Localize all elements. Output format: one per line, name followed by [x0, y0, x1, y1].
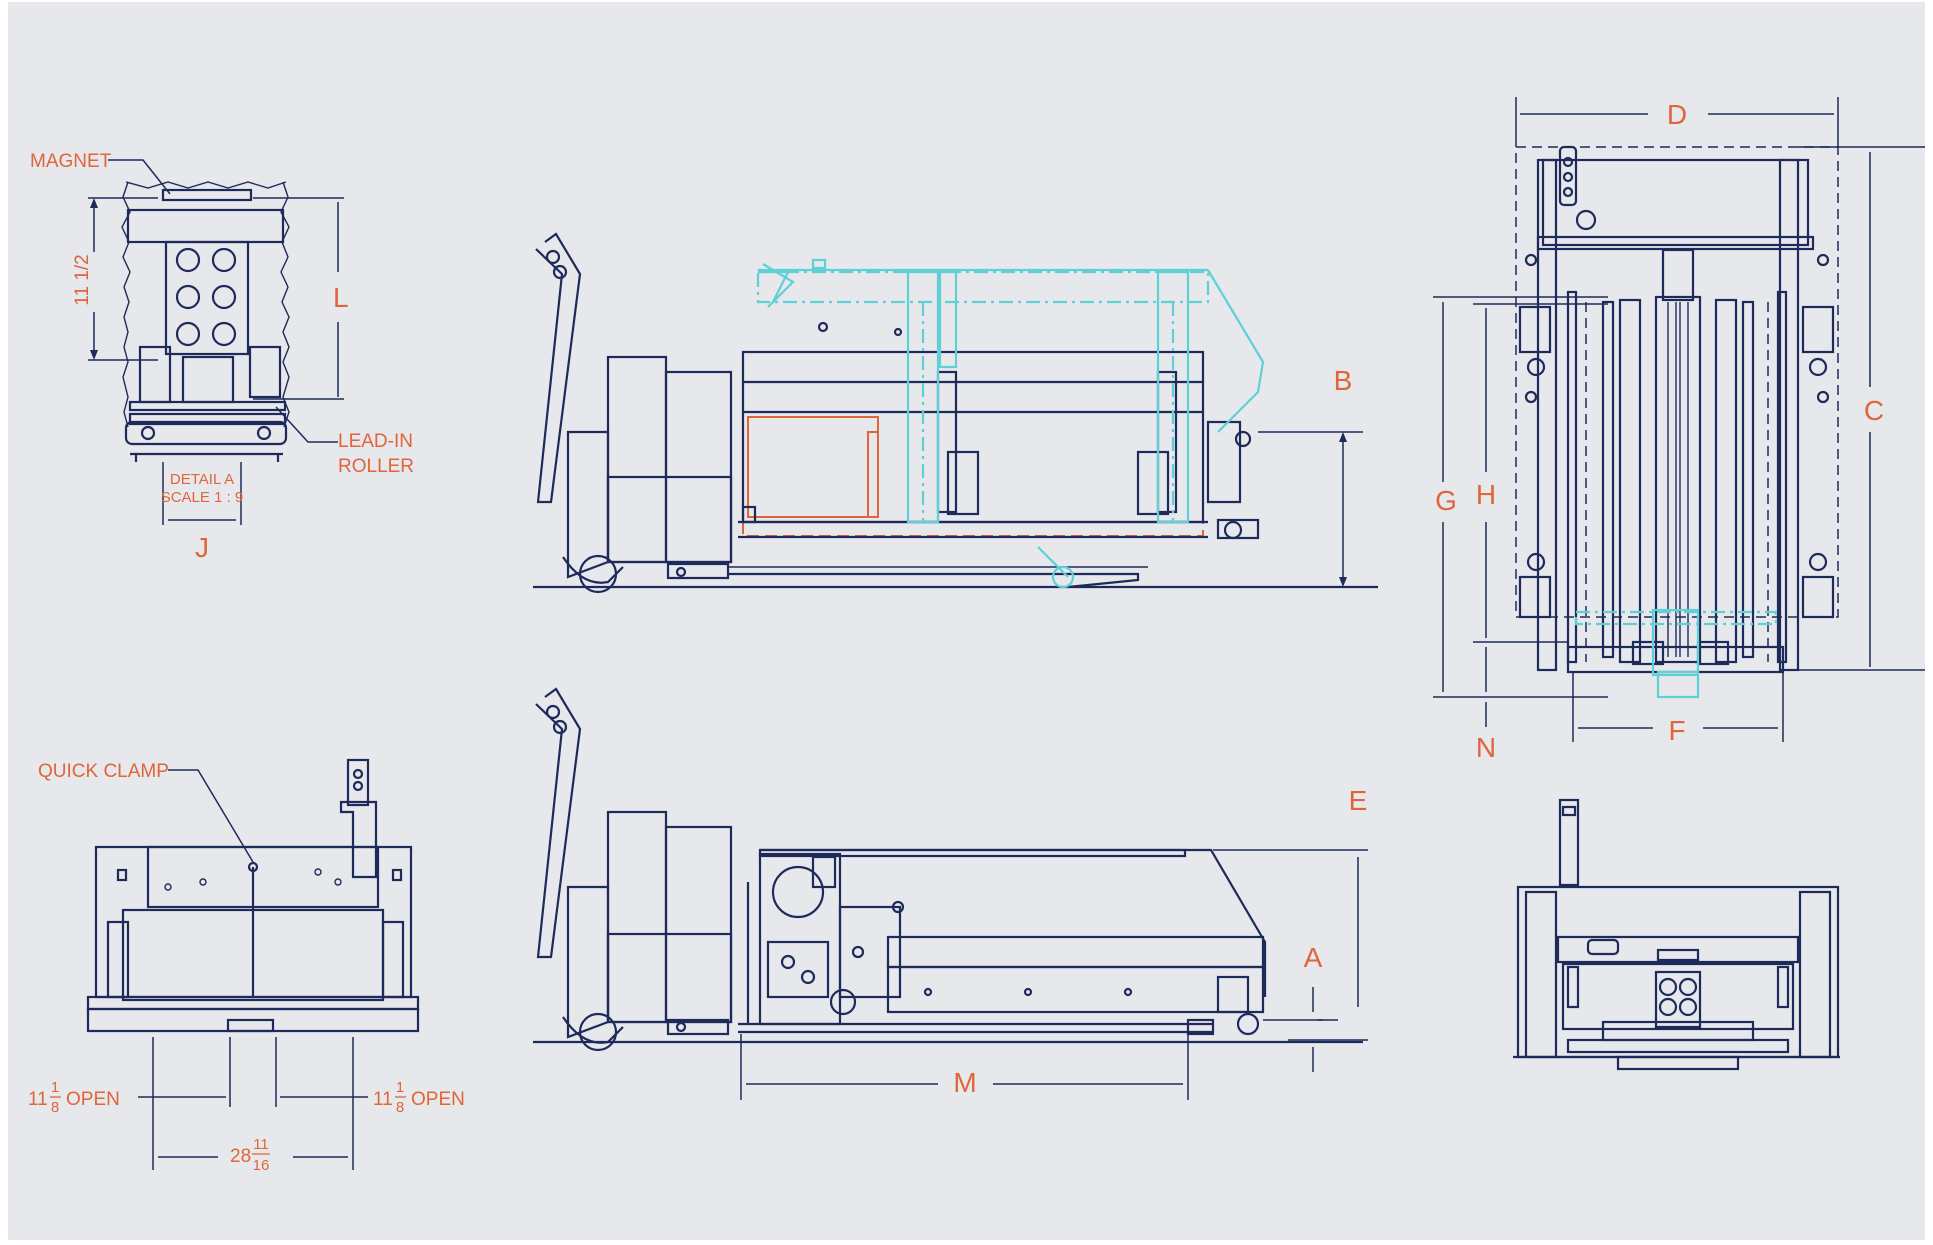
magnet-label: MAGNET	[30, 151, 112, 172]
dimension-m-label: M	[953, 1067, 976, 1098]
dimension-l-label: L	[333, 282, 349, 313]
dimension-g-label: G	[1435, 485, 1457, 516]
detail-a-scale: SCALE 1 : 9	[161, 489, 244, 506]
rear-view-small	[1513, 798, 1840, 1071]
technical-drawing: MAGNET 11 1/2 L LEAD-IN ROLLER DETAIL A …	[8, 2, 1928, 1240]
quick-clamp-label: QUICK CLAMP	[38, 761, 169, 782]
open-right-denominator: 8	[396, 1099, 404, 1116]
open-left-whole: 11	[28, 1089, 48, 1110]
dimension-b-label: B	[1334, 365, 1353, 396]
open-left-dimension: 11 1 8 OPEN	[28, 1079, 120, 1116]
overall-width-dimension: 28 11 16	[230, 1136, 270, 1174]
open-left-word: OPEN	[66, 1089, 120, 1110]
dimension-j-label: J	[195, 532, 209, 563]
side-view-lowered	[533, 687, 1368, 1100]
dimension-d-label: D	[1667, 99, 1687, 130]
dimension-n-label: N	[1476, 732, 1496, 763]
drawing-sheet: MAGNET 11 1/2 L LEAD-IN ROLLER DETAIL A …	[8, 2, 1928, 1240]
open-left-denominator: 8	[51, 1099, 59, 1116]
open-right-word: OPEN	[411, 1089, 465, 1110]
roller-label: ROLLER	[338, 456, 414, 477]
detail-a-title: DETAIL A	[170, 471, 234, 488]
side-view-raised	[533, 232, 1378, 594]
rear-view	[86, 758, 420, 1170]
open-right-whole: 11	[373, 1089, 393, 1110]
open-right-dimension: 11 1 8 OPEN	[373, 1079, 465, 1116]
sheet-background	[8, 2, 1925, 1240]
open-left-numerator: 1	[51, 1079, 59, 1096]
detail-a-view	[88, 159, 344, 525]
width-denominator: 16	[253, 1157, 270, 1174]
dimension-c-label: C	[1864, 395, 1884, 426]
open-right-numerator: 1	[396, 1079, 404, 1096]
lead-in-label: LEAD-IN	[338, 431, 413, 452]
dimension-a-label: A	[1304, 942, 1323, 973]
dimension-h-label: H	[1476, 479, 1496, 510]
dimension-f-label: F	[1668, 715, 1685, 746]
dimension-11-half-label: 11 1/2	[72, 254, 93, 305]
front-view	[1433, 97, 1928, 742]
width-numerator: 11	[253, 1136, 269, 1153]
dimension-e-label: E	[1349, 785, 1368, 816]
width-whole: 28	[230, 1146, 251, 1167]
